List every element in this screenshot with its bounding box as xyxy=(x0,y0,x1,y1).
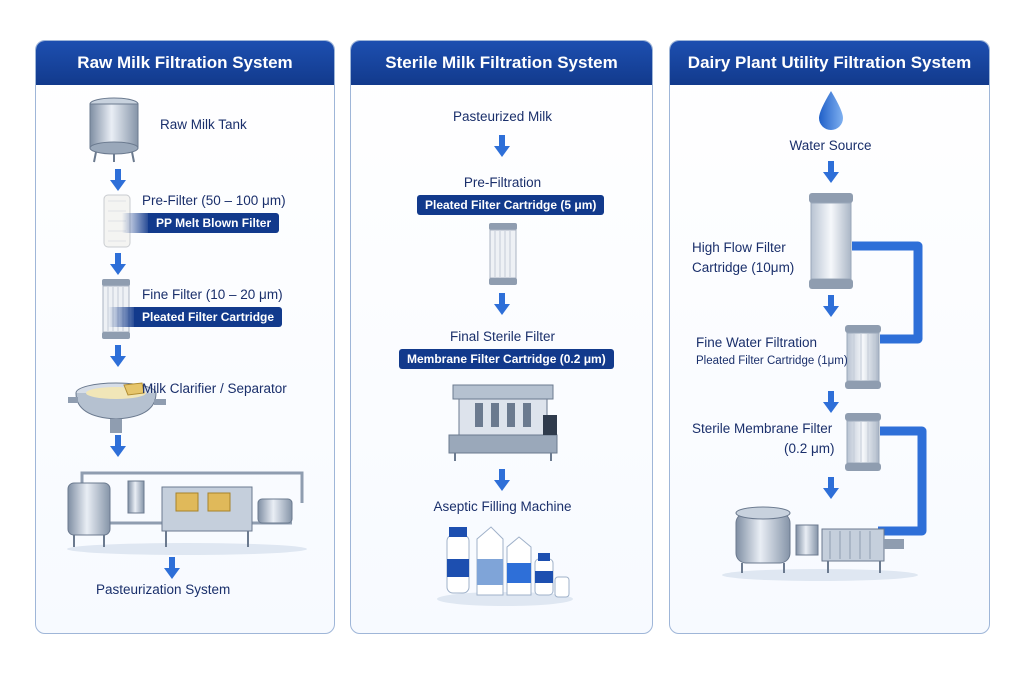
flow-arrow xyxy=(110,253,126,275)
water-piping xyxy=(852,241,927,536)
high-flow-cartridge-icon xyxy=(809,193,853,289)
flow-arrow xyxy=(164,557,180,579)
milk-clarifier-icon xyxy=(68,382,166,433)
raw-milk-panel: Raw Milk Filtration System Raw Milk Tank… xyxy=(35,40,335,634)
utility-filtration-panel: Dairy Plant Utility Filtration System Wa… xyxy=(669,40,990,634)
pasteurization-label: Pasteurization System xyxy=(96,582,231,597)
pre-filtration-label: Pre-Filtration xyxy=(463,175,542,190)
flow-arrow xyxy=(823,477,839,499)
sterile-membrane-cartridge-icon xyxy=(845,413,881,471)
flow-arrow xyxy=(110,345,126,367)
pleated-cartridge-icon xyxy=(489,223,517,285)
fine-filter-label: Fine Filter (10 – 20 μm) xyxy=(142,287,283,302)
clarifier-label: Milk Clarifier / Separator xyxy=(142,381,287,396)
fine-water-cartridge-icon xyxy=(845,325,881,389)
flow-arrow xyxy=(823,295,839,317)
sterile-milk-panel-title: Sterile Milk Filtration System xyxy=(351,41,652,85)
aseptic-filling-label: Aseptic Filling Machine xyxy=(433,499,572,514)
flow-arrow xyxy=(494,135,510,157)
flow-arrow xyxy=(110,435,126,457)
fine-water-sub-label: Pleated Filter Cartridge (1μm) xyxy=(696,355,848,367)
pp-melt-blown-badge: PP Melt Blown Filter xyxy=(121,213,280,233)
raw-milk-tank-icon xyxy=(89,97,139,163)
flow-arrow xyxy=(823,161,839,183)
flow-arrow xyxy=(110,169,126,191)
high-flow-label-1: High Flow Filter xyxy=(692,240,786,255)
flow-arrow xyxy=(823,391,839,413)
milk-containers-icon xyxy=(437,526,573,606)
membrane-label-1: Sterile Membrane Filter xyxy=(692,421,833,436)
membrane-label-2: (0.2 μm) xyxy=(784,441,835,456)
fine-water-label: Fine Water Filtration xyxy=(696,335,818,350)
utility-panel-title: Dairy Plant Utility Filtration System xyxy=(670,41,989,85)
membrane-0-2um-badge: Membrane Filter Cartridge (0.2 μm) xyxy=(399,349,614,369)
raw-milk-tank-label: Raw Milk Tank xyxy=(160,117,247,132)
pre-filter-label: Pre-Filter (50 – 100 μm) xyxy=(142,193,286,208)
water-source-label: Water Source xyxy=(789,138,872,153)
pleated-filter-badge: Pleated Filter Cartridge xyxy=(107,307,283,327)
flow-arrow xyxy=(494,293,510,315)
water-drop-icon xyxy=(819,91,843,130)
pasteurization-system-icon xyxy=(67,471,307,555)
high-flow-label-2: Cartridge (10μm) xyxy=(692,260,795,275)
utility-equipment-icon xyxy=(722,506,918,581)
flow-arrow xyxy=(494,469,510,491)
pasteurized-milk-label: Pasteurized Milk xyxy=(452,109,553,124)
pleated-5um-badge: Pleated Filter Cartridge (5 μm) xyxy=(417,195,605,215)
sterile-milk-panel: Sterile Milk Filtration System Pasteuriz… xyxy=(350,40,653,634)
filling-machine-icon xyxy=(448,384,558,461)
raw-milk-panel-title: Raw Milk Filtration System xyxy=(36,41,334,85)
final-sterile-filter-label: Final Sterile Filter xyxy=(449,329,556,344)
